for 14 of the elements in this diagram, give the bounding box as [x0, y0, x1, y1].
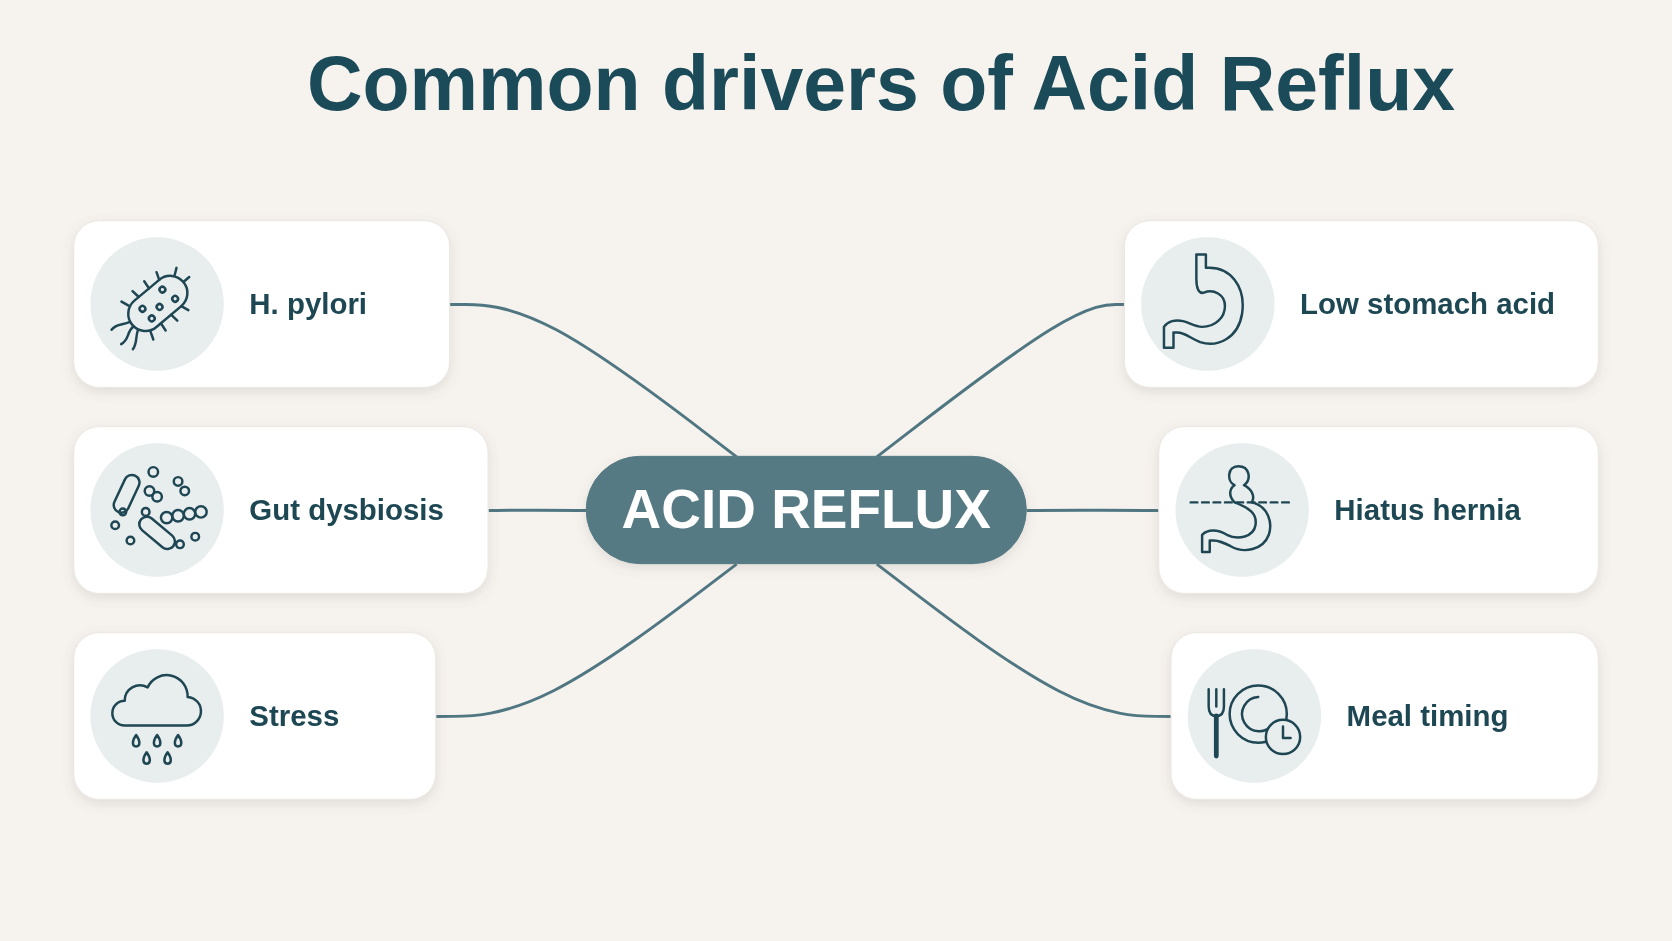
cause-label: H. pylori — [249, 286, 368, 323]
cause-label: Stress — [249, 698, 340, 735]
topic-label: ACID REFLUX — [621, 478, 991, 542]
connector-line — [875, 302, 1125, 458]
cause-label: Hiatus hernia — [1334, 492, 1521, 529]
title: Common drivers of Acid Reflux — [306, 40, 1455, 127]
cause-label: Low stomach acid — [1300, 286, 1556, 323]
connector-line — [1026, 508, 1160, 512]
connector-line — [875, 562, 1172, 718]
cause-label: Gut dysbiosis — [249, 492, 444, 529]
connector-line — [450, 302, 738, 458]
connector-line — [488, 508, 587, 512]
connector-line — [436, 562, 738, 718]
cause-label: Meal timing — [1346, 698, 1509, 735]
